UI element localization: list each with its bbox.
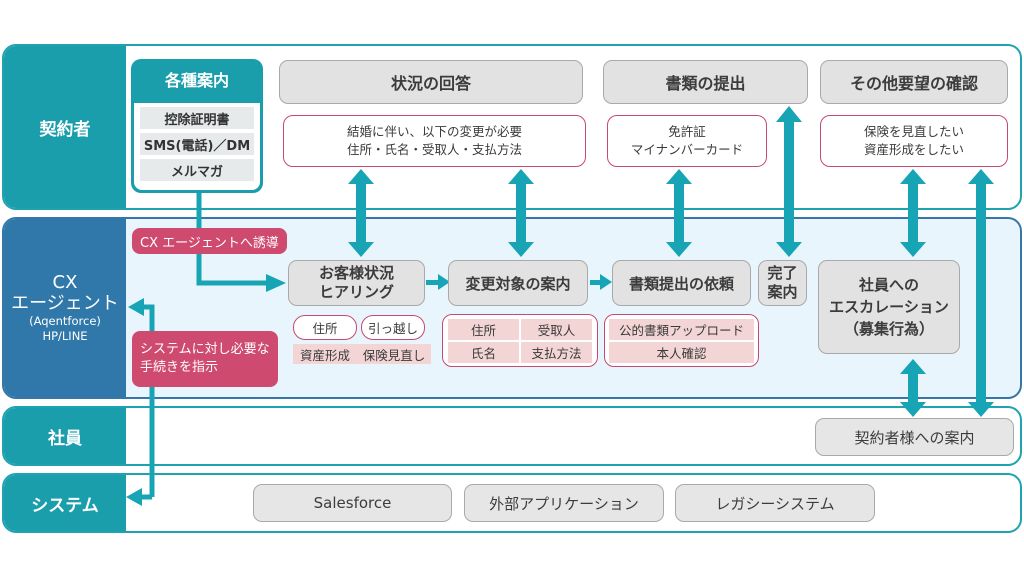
lane-header-employee: 社員 bbox=[4, 408, 126, 464]
guidance-box: 各種案内 控除証明書 SMS(電話)／DM メルマガ bbox=[131, 59, 263, 193]
lane-employee: 社員 bbox=[2, 406, 1022, 466]
step-document-submit: 書類の提出 bbox=[603, 60, 808, 104]
hearing-chip: 資産形成 bbox=[293, 344, 357, 364]
step-change-targets: 変更対象の案内 bbox=[448, 260, 588, 306]
status-detail-line1: 結婚に伴い、以下の変更が必要 bbox=[346, 124, 522, 139]
hearing-chip: 保険見直し bbox=[357, 344, 431, 364]
lane-header-customer: 契約者 bbox=[4, 46, 126, 208]
lane-title-customer: 契約者 bbox=[39, 119, 91, 140]
requests-detail-line1: 保険を見直したい bbox=[863, 124, 964, 139]
step-status-answer: 状況の回答 bbox=[279, 60, 583, 104]
step-guide-customer: 契約者様への案内 bbox=[815, 418, 1014, 456]
guidance-list: 控除証明書 SMS(電話)／DM メルマガ bbox=[134, 103, 260, 190]
document-request-item: 公的書類アップロード bbox=[609, 319, 754, 340]
change-target-item: 支払方法 bbox=[521, 342, 592, 363]
document-request-item: 本人確認 bbox=[609, 342, 754, 363]
hearing-line1: お客様状況 bbox=[318, 264, 394, 282]
lane-title-system: システム bbox=[31, 495, 99, 516]
guidance-item: 控除証明書 bbox=[140, 107, 254, 129]
status-detail-line2: 住所・氏名・受取人・支払方法 bbox=[346, 142, 522, 157]
step-other-requests: その他要望の確認 bbox=[820, 60, 1008, 104]
system-external-app: 外部アプリケーション bbox=[464, 484, 664, 522]
hearing-line2: ヒアリング bbox=[318, 283, 394, 301]
hearing-tag: 住所 bbox=[293, 315, 357, 340]
lane-title-employee: 社員 bbox=[48, 428, 82, 449]
change-target-item: 住所 bbox=[448, 319, 519, 340]
step-completion: 完了 案内 bbox=[758, 260, 807, 306]
guidance-title: 各種案内 bbox=[164, 71, 229, 90]
step-escalation: 社員への エスカレーション （募集行為） bbox=[818, 260, 960, 354]
label-guide-to-cx: CX エージェントへ誘導 bbox=[132, 228, 287, 254]
document-detail-line1: 免許証 bbox=[668, 124, 706, 139]
lane-header-cx-agent: CX エージェント (Aqentforce) HP/LINE bbox=[4, 219, 126, 397]
lane-title-agent: エージェント bbox=[11, 293, 119, 314]
guidance-item: SMS(電話)／DM bbox=[140, 133, 254, 155]
system-salesforce: Salesforce bbox=[253, 484, 452, 522]
instruct-line1: システムに対し必要な bbox=[140, 342, 270, 357]
escalation-line1: 社員への bbox=[858, 276, 919, 294]
guidance-item: メルマガ bbox=[140, 159, 254, 181]
change-target-item: 氏名 bbox=[448, 342, 519, 363]
step-hearing: お客様状況 ヒアリング bbox=[288, 260, 425, 306]
status-answer-detail: 結婚に伴い、以下の変更が必要 住所・氏名・受取人・支払方法 bbox=[283, 115, 586, 167]
lane-header-system: システム bbox=[4, 475, 126, 531]
hearing-tag: 引っ越し bbox=[361, 315, 425, 340]
completion-line1: 完了 bbox=[767, 264, 798, 282]
lane-title-cx: CX bbox=[52, 272, 78, 293]
other-requests-detail: 保険を見直したい 資産形成をしたい bbox=[820, 115, 1008, 167]
lane-subtitle-agentforce: (Aqentforce) bbox=[29, 314, 101, 328]
lane-subtitle-channels: HP/LINE bbox=[42, 329, 88, 343]
instruct-line2: 手続きを指示 bbox=[140, 360, 219, 375]
label-instruct-system: システムに対し必要な 手続きを指示 bbox=[132, 331, 278, 387]
change-target-item: 受取人 bbox=[521, 319, 592, 340]
system-legacy: レガシーシステム bbox=[675, 484, 875, 522]
escalation-line2: エスカレーション bbox=[829, 298, 949, 316]
requests-detail-line2: 資産形成をしたい bbox=[863, 142, 964, 157]
document-detail-line2: マイナンバーカード bbox=[630, 142, 744, 157]
step-document-request: 書類提出の依頼 bbox=[612, 260, 751, 306]
completion-line2: 案内 bbox=[767, 283, 798, 301]
document-submit-detail: 免許証 マイナンバーカード bbox=[607, 115, 767, 167]
escalation-line3: （募集行為） bbox=[843, 320, 934, 338]
